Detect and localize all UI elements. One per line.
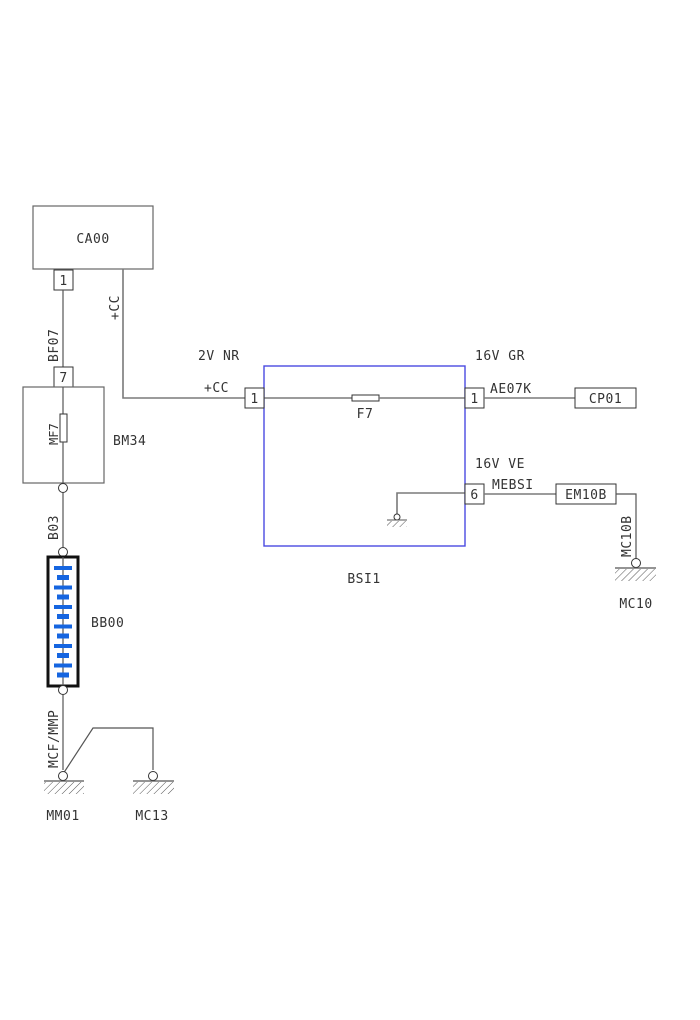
bm34-component[interactable] [22,386,105,484]
wire-plus-cc-vertical-label: +CC [108,295,123,320]
bb00-label: BB00 [91,616,124,631]
battery-plate-short [57,672,69,678]
svg-text:1: 1 [59,274,67,289]
mm01-ground-icon [44,771,84,794]
battery-plate-long [54,585,72,590]
svg-text:1: 1 [250,392,258,407]
wire-bf07-label: BF07 [47,329,62,362]
junction-node-icon [58,483,68,493]
svg-text:EM10B: EM10B [565,488,607,503]
cp01-component[interactable]: CP01 [574,387,637,409]
bb00-battery[interactable] [46,555,80,688]
mc13-ground-icon [133,771,174,794]
bsi1-component[interactable] [263,365,466,547]
fuse-mf7-label: MF7 [47,423,61,445]
wire-ae07k-label: AE07K [490,382,532,397]
battery-plate-long [54,605,72,609]
ca00-pin-1: 1 [53,269,74,291]
wire-plus-cc[interactable] [122,269,245,399]
bsi1-label: BSI1 [347,572,380,587]
em10b-component[interactable]: EM10B [555,483,617,505]
mm01-label: MM01 [46,809,79,824]
battery-plate-long [54,663,72,668]
wire-mcf-mmp-label: MCF/MMP [47,710,62,768]
connector-right-top-label: 16V GR [475,349,525,364]
connector-right-bottom-label: 16V VE [475,457,525,472]
junction-node-icon [58,547,68,557]
bsi1-pin-left: 1 [244,387,265,409]
wire-mebsi-label: MEBSI [492,478,534,493]
fuse-f7-label: F7 [357,407,374,422]
mc13-label: MC13 [135,809,168,824]
ca00-component[interactable]: CA00 [32,205,154,270]
connector-left-label: 2V NR [198,349,240,364]
battery-plate-short [57,653,69,658]
fuse-f7-icon [351,394,380,402]
junction-node-icon [58,685,68,695]
bsi-internal-ground-icon [387,513,407,527]
svg-text:1: 1 [470,392,478,407]
svg-text:6: 6 [470,488,478,503]
wire-mc10b[interactable] [616,493,637,560]
mc10-label: MC10 [619,597,652,612]
battery-plate-long [54,644,72,648]
wire-plus-cc-horizontal-label: +CC [204,381,229,396]
mc10-ground-icon [615,558,656,581]
ca00-label: CA00 [76,232,109,247]
bsi1-pin-right-top: 1 [464,387,485,409]
svg-text:7: 7 [59,371,67,386]
wire-mc10b-label: MC10B [620,515,635,557]
bm34-label: BM34 [113,434,146,449]
battery-plate-short [57,575,69,580]
battery-plate-short [57,594,69,600]
battery-plate-long [54,624,72,629]
wire-b03-label: B03 [47,515,62,540]
bsi1-pin-right-bottom: 6 [464,483,485,505]
battery-plate-short [57,614,69,619]
fuse-mf7-icon [59,413,68,443]
battery-plate-long [54,566,72,570]
bm34-pin-7: 7 [53,366,74,388]
svg-text:CP01: CP01 [589,392,622,407]
battery-plate-short [57,633,69,639]
wire-mm01-mc13[interactable] [62,727,154,775]
